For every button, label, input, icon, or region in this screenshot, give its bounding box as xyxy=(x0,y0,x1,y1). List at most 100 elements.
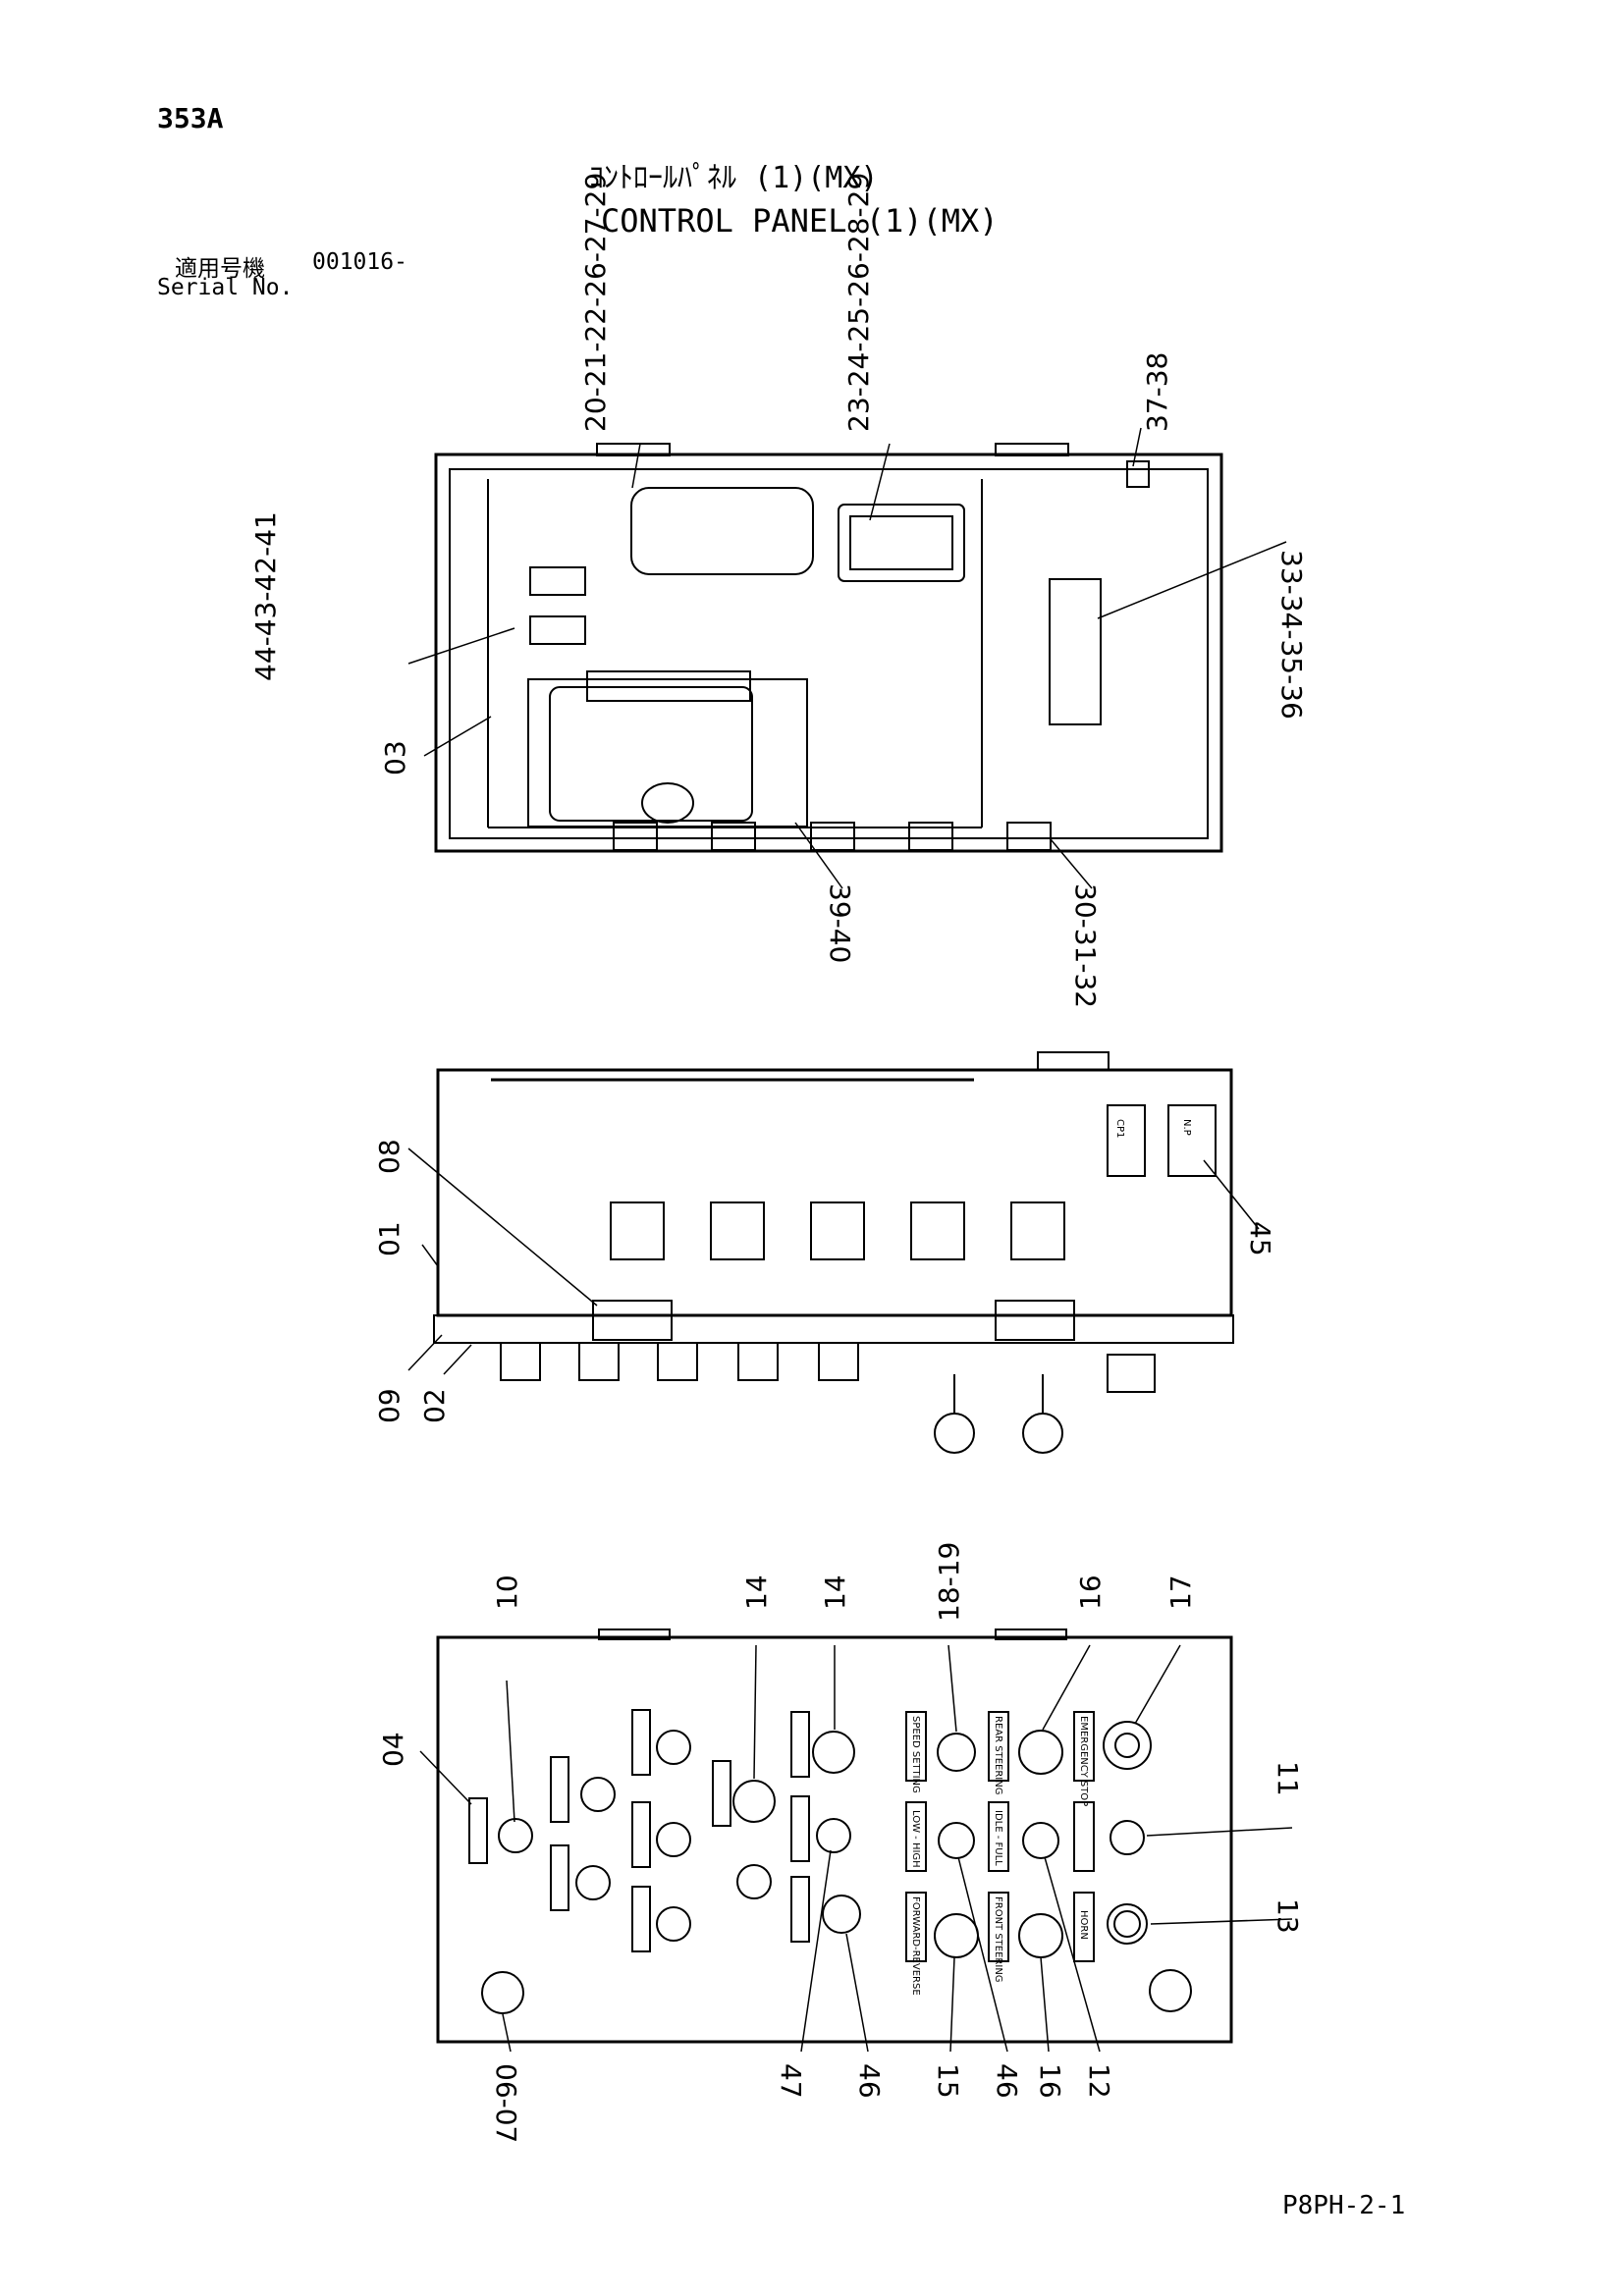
gland-3 xyxy=(810,822,855,851)
nameplate-7 xyxy=(712,1760,731,1827)
speed-setting-dial xyxy=(937,1733,976,1772)
serial-number-value: 001016- xyxy=(312,249,407,275)
label-speed-setting: SPEED SETTING xyxy=(910,1716,921,1793)
filter-unit xyxy=(838,504,965,582)
gland-4 xyxy=(908,822,953,851)
callout-top-6: 03 xyxy=(379,740,411,775)
selector-switch-1 xyxy=(498,1818,533,1853)
leader-line xyxy=(421,1244,439,1267)
cable-gland xyxy=(641,782,694,824)
controller-connector xyxy=(586,670,751,702)
leader-line xyxy=(845,1933,869,2053)
selector-switch-2 xyxy=(580,1777,616,1812)
callout-front-8: 11 xyxy=(1272,1761,1304,1796)
nameplate-5 xyxy=(631,1801,651,1868)
leader-line xyxy=(957,1856,1008,2053)
lock-1 xyxy=(481,1971,524,2014)
drawing-code: P8PH-2-1 xyxy=(1282,2191,1406,2220)
horn-button xyxy=(1107,1903,1148,1945)
hinge-top-left xyxy=(596,443,671,456)
callout-front-7: 04 xyxy=(377,1732,409,1767)
callout-side-3: 09 xyxy=(373,1388,406,1423)
low-high-switch xyxy=(938,1822,975,1859)
horn-button-inner xyxy=(1113,1910,1141,1938)
nameplate-idle-full xyxy=(988,1801,1009,1872)
nameplate-8 xyxy=(790,1711,810,1778)
callout-top-2: 23-24-25-26-28-29 xyxy=(842,173,875,432)
nameplate-front-steering xyxy=(988,1892,1009,1962)
top-view xyxy=(407,427,1287,889)
callout-front-10: 06-07 xyxy=(490,2063,522,2143)
leader-line xyxy=(794,822,843,889)
callout-front-12: 46 xyxy=(853,2063,886,2099)
leader-line xyxy=(506,1680,515,1823)
gland-1 xyxy=(613,822,658,851)
filter-inner xyxy=(849,515,953,570)
label-front-steering: FRONT STEERING xyxy=(993,1896,1003,1983)
leader-line xyxy=(1134,1644,1181,1725)
ball-knob-2 xyxy=(1022,1413,1063,1454)
hinge-front-left xyxy=(598,1629,671,1640)
leader-line xyxy=(1040,1956,1050,2053)
selector-switch-7 xyxy=(736,1864,772,1899)
side-view xyxy=(407,1051,1260,1454)
plate-cp1-label: CP1 xyxy=(1114,1119,1125,1138)
callout-front-9: 13 xyxy=(1272,1898,1304,1934)
callout-front-2: 14 xyxy=(740,1575,773,1610)
label-idle-full: IDLE - FULL xyxy=(993,1810,1003,1866)
rear-steering-button xyxy=(1018,1730,1063,1775)
selector-switch-8 xyxy=(816,1818,851,1853)
top-view-inner-box xyxy=(449,468,1209,839)
label-horn: HORN xyxy=(1078,1910,1089,1940)
selector-switch-3 xyxy=(575,1865,611,1900)
leader-line xyxy=(1146,1827,1293,1837)
switch-body-4 xyxy=(910,1201,965,1260)
callout-front-15: 16 xyxy=(1034,2063,1066,2099)
hinge-front-right xyxy=(995,1629,1067,1640)
gland-5 xyxy=(1006,822,1052,851)
leader-line xyxy=(419,1750,472,1805)
selector-switch-6 xyxy=(656,1906,691,1942)
leader-line xyxy=(407,1334,443,1371)
emergency-stop-button xyxy=(1103,1721,1152,1770)
nameplate-9 xyxy=(790,1795,810,1862)
callout-top-5: 44-43-42-41 xyxy=(249,511,282,681)
leader-line xyxy=(1050,838,1093,889)
leader-line xyxy=(947,1644,957,1733)
front-view-panel xyxy=(436,1635,1233,2044)
switch-body-5 xyxy=(1010,1201,1065,1260)
leader-line xyxy=(949,1956,955,2053)
nameplate-rear-steering xyxy=(988,1711,1009,1782)
leader-line xyxy=(631,443,641,489)
leader-line xyxy=(800,1849,832,2053)
serial-label-japanese: 適用号機 xyxy=(175,256,265,282)
nameplate-emergency-stop xyxy=(1073,1711,1095,1782)
selector-switch-9 xyxy=(822,1895,861,1934)
ball-knob-1 xyxy=(934,1413,975,1454)
switch-body-2 xyxy=(710,1201,765,1260)
callout-top-8: 30-31-32 xyxy=(1069,883,1102,1008)
nameplate-3 xyxy=(550,1844,569,1911)
callout-side-5: 45 xyxy=(1244,1221,1276,1256)
nameplate-forward-reverse xyxy=(905,1892,927,1962)
hinge-side-right xyxy=(995,1300,1075,1341)
top-view-outer-box xyxy=(434,453,1223,853)
callout-front-4: 18-19 xyxy=(933,1542,965,1622)
title-japanese: ｺﾝﾄﾛｰﾙﾊﾟﾈﾙ (1)(MX) xyxy=(589,161,879,195)
switch-body-1 xyxy=(610,1201,665,1260)
leader-line xyxy=(869,443,891,521)
leader-line xyxy=(502,2013,512,2053)
plate-np xyxy=(1167,1104,1217,1177)
callout-front-16: 12 xyxy=(1083,2063,1115,2099)
lock-2 xyxy=(1149,1969,1192,2012)
nameplate-4 xyxy=(631,1709,651,1776)
knob-side-2 xyxy=(578,1342,620,1381)
serial-label-english: Serial No. xyxy=(157,275,294,300)
gland-2 xyxy=(711,822,756,851)
leader-line xyxy=(1203,1159,1260,1230)
side-view-body xyxy=(436,1068,1233,1317)
controller-unit xyxy=(549,686,753,822)
pilot-lamp-1 xyxy=(732,1780,776,1823)
label-forward-reverse: FORWARD-REVERSE xyxy=(910,1896,921,1996)
nameplate-1 xyxy=(468,1797,488,1864)
